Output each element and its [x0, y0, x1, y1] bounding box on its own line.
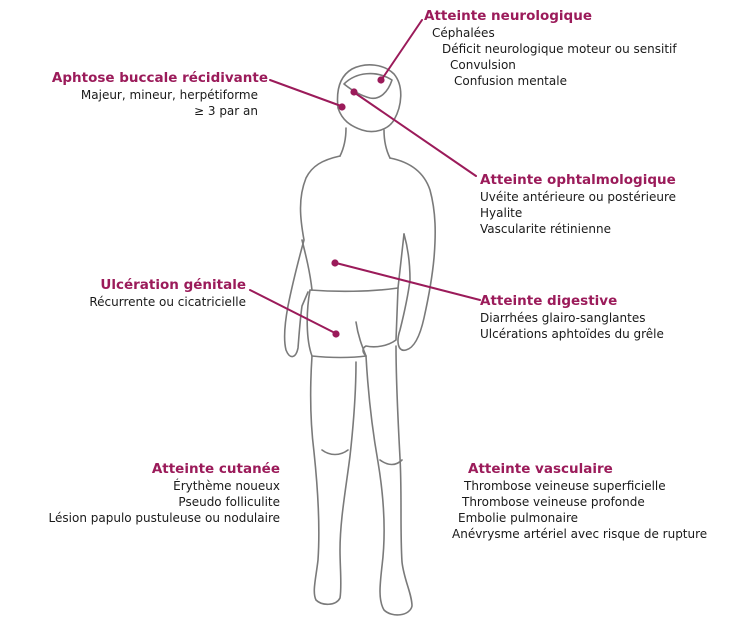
right-leg: [366, 346, 412, 615]
section-neuro: Atteinte neurologique Céphalées Déficit …: [424, 7, 677, 89]
torso-outline: [285, 156, 340, 357]
section-vasculaire: Atteinte vasculaire Thrombose veineuse s…: [452, 460, 707, 542]
ophtalmo-item: Hyalite: [480, 205, 676, 221]
dot-ophtalmo: [351, 89, 356, 94]
aphtose-item: ≥ 3 par an: [52, 103, 268, 119]
vasculaire-title: Atteinte vasculaire: [452, 460, 707, 478]
shorts-outline: [307, 288, 398, 358]
aphtose-title: Aphtose buccale récidivante: [52, 69, 268, 87]
hairline: [344, 74, 392, 99]
left-leg: [311, 356, 356, 604]
section-digestive: Atteinte digestive Diarrhées glairo-sang…: [480, 292, 664, 342]
digestive-title: Atteinte digestive: [480, 292, 664, 310]
left-arm-inner: [302, 240, 312, 290]
dot-neuro: [378, 77, 383, 82]
right-knee: [380, 460, 402, 465]
neuro-item: Déficit neurologique moteur ou sensitif: [424, 41, 677, 57]
section-ophtalmo: Atteinte ophtalmologique Uvéite antérieu…: [480, 171, 676, 237]
cutanee-item: Lésion papulo pustuleuse ou nodulaire: [49, 510, 280, 526]
neuro-item: Convulsion: [424, 57, 677, 73]
left-knee: [322, 450, 348, 455]
section-aphtose: Aphtose buccale récidivante Majeur, mine…: [52, 69, 268, 119]
leader-neuro: [382, 20, 422, 79]
neuro-item: Confusion mentale: [424, 73, 677, 89]
shorts-split: [356, 322, 366, 356]
leader-genitale: [250, 290, 335, 333]
neuro-item: Céphalées: [424, 25, 677, 41]
neuro-title: Atteinte neurologique: [424, 7, 677, 25]
ophtalmo-item: Uvéite antérieure ou postérieure: [480, 189, 676, 205]
neck-outline: [340, 128, 390, 158]
leader-aphtose: [270, 80, 341, 106]
cutanee-title: Atteinte cutanée: [49, 460, 280, 478]
genitale-title: Ulcération génitale: [89, 276, 246, 294]
ophtalmo-title: Atteinte ophtalmologique: [480, 171, 676, 189]
digestive-item: Diarrhées glairo-sanglantes: [480, 310, 664, 326]
aphtose-item: Majeur, mineur, herpétiforme: [52, 87, 268, 103]
cutanee-item: Érythème noueux: [49, 478, 280, 494]
vasculaire-item: Thrombose veineuse superficielle: [452, 478, 707, 494]
vasculaire-item: Anévrysme artériel avec risque de ruptur…: [452, 526, 707, 542]
vasculaire-item: Thrombose veineuse profonde: [452, 494, 707, 510]
genitale-item: Récurrente ou cicatricielle: [89, 294, 246, 310]
vasculaire-item: Embolie pulmonaire: [452, 510, 707, 526]
section-cutanee: Atteinte cutanée Érythème noueux Pseudo …: [49, 460, 280, 526]
body-figure: [285, 65, 436, 615]
dot-digestive: [332, 260, 337, 265]
leader-ophtalmo: [355, 93, 476, 176]
dot-genitale: [333, 331, 338, 336]
dot-aphtose: [339, 104, 344, 109]
cutanee-item: Pseudo folliculite: [49, 494, 280, 510]
digestive-item: Ulcérations aphtoïdes du grêle: [480, 326, 664, 342]
ophtalmo-item: Vascularite rétinienne: [480, 221, 676, 237]
section-genitale: Ulcération génitale Récurrente ou cicatr…: [89, 276, 246, 310]
